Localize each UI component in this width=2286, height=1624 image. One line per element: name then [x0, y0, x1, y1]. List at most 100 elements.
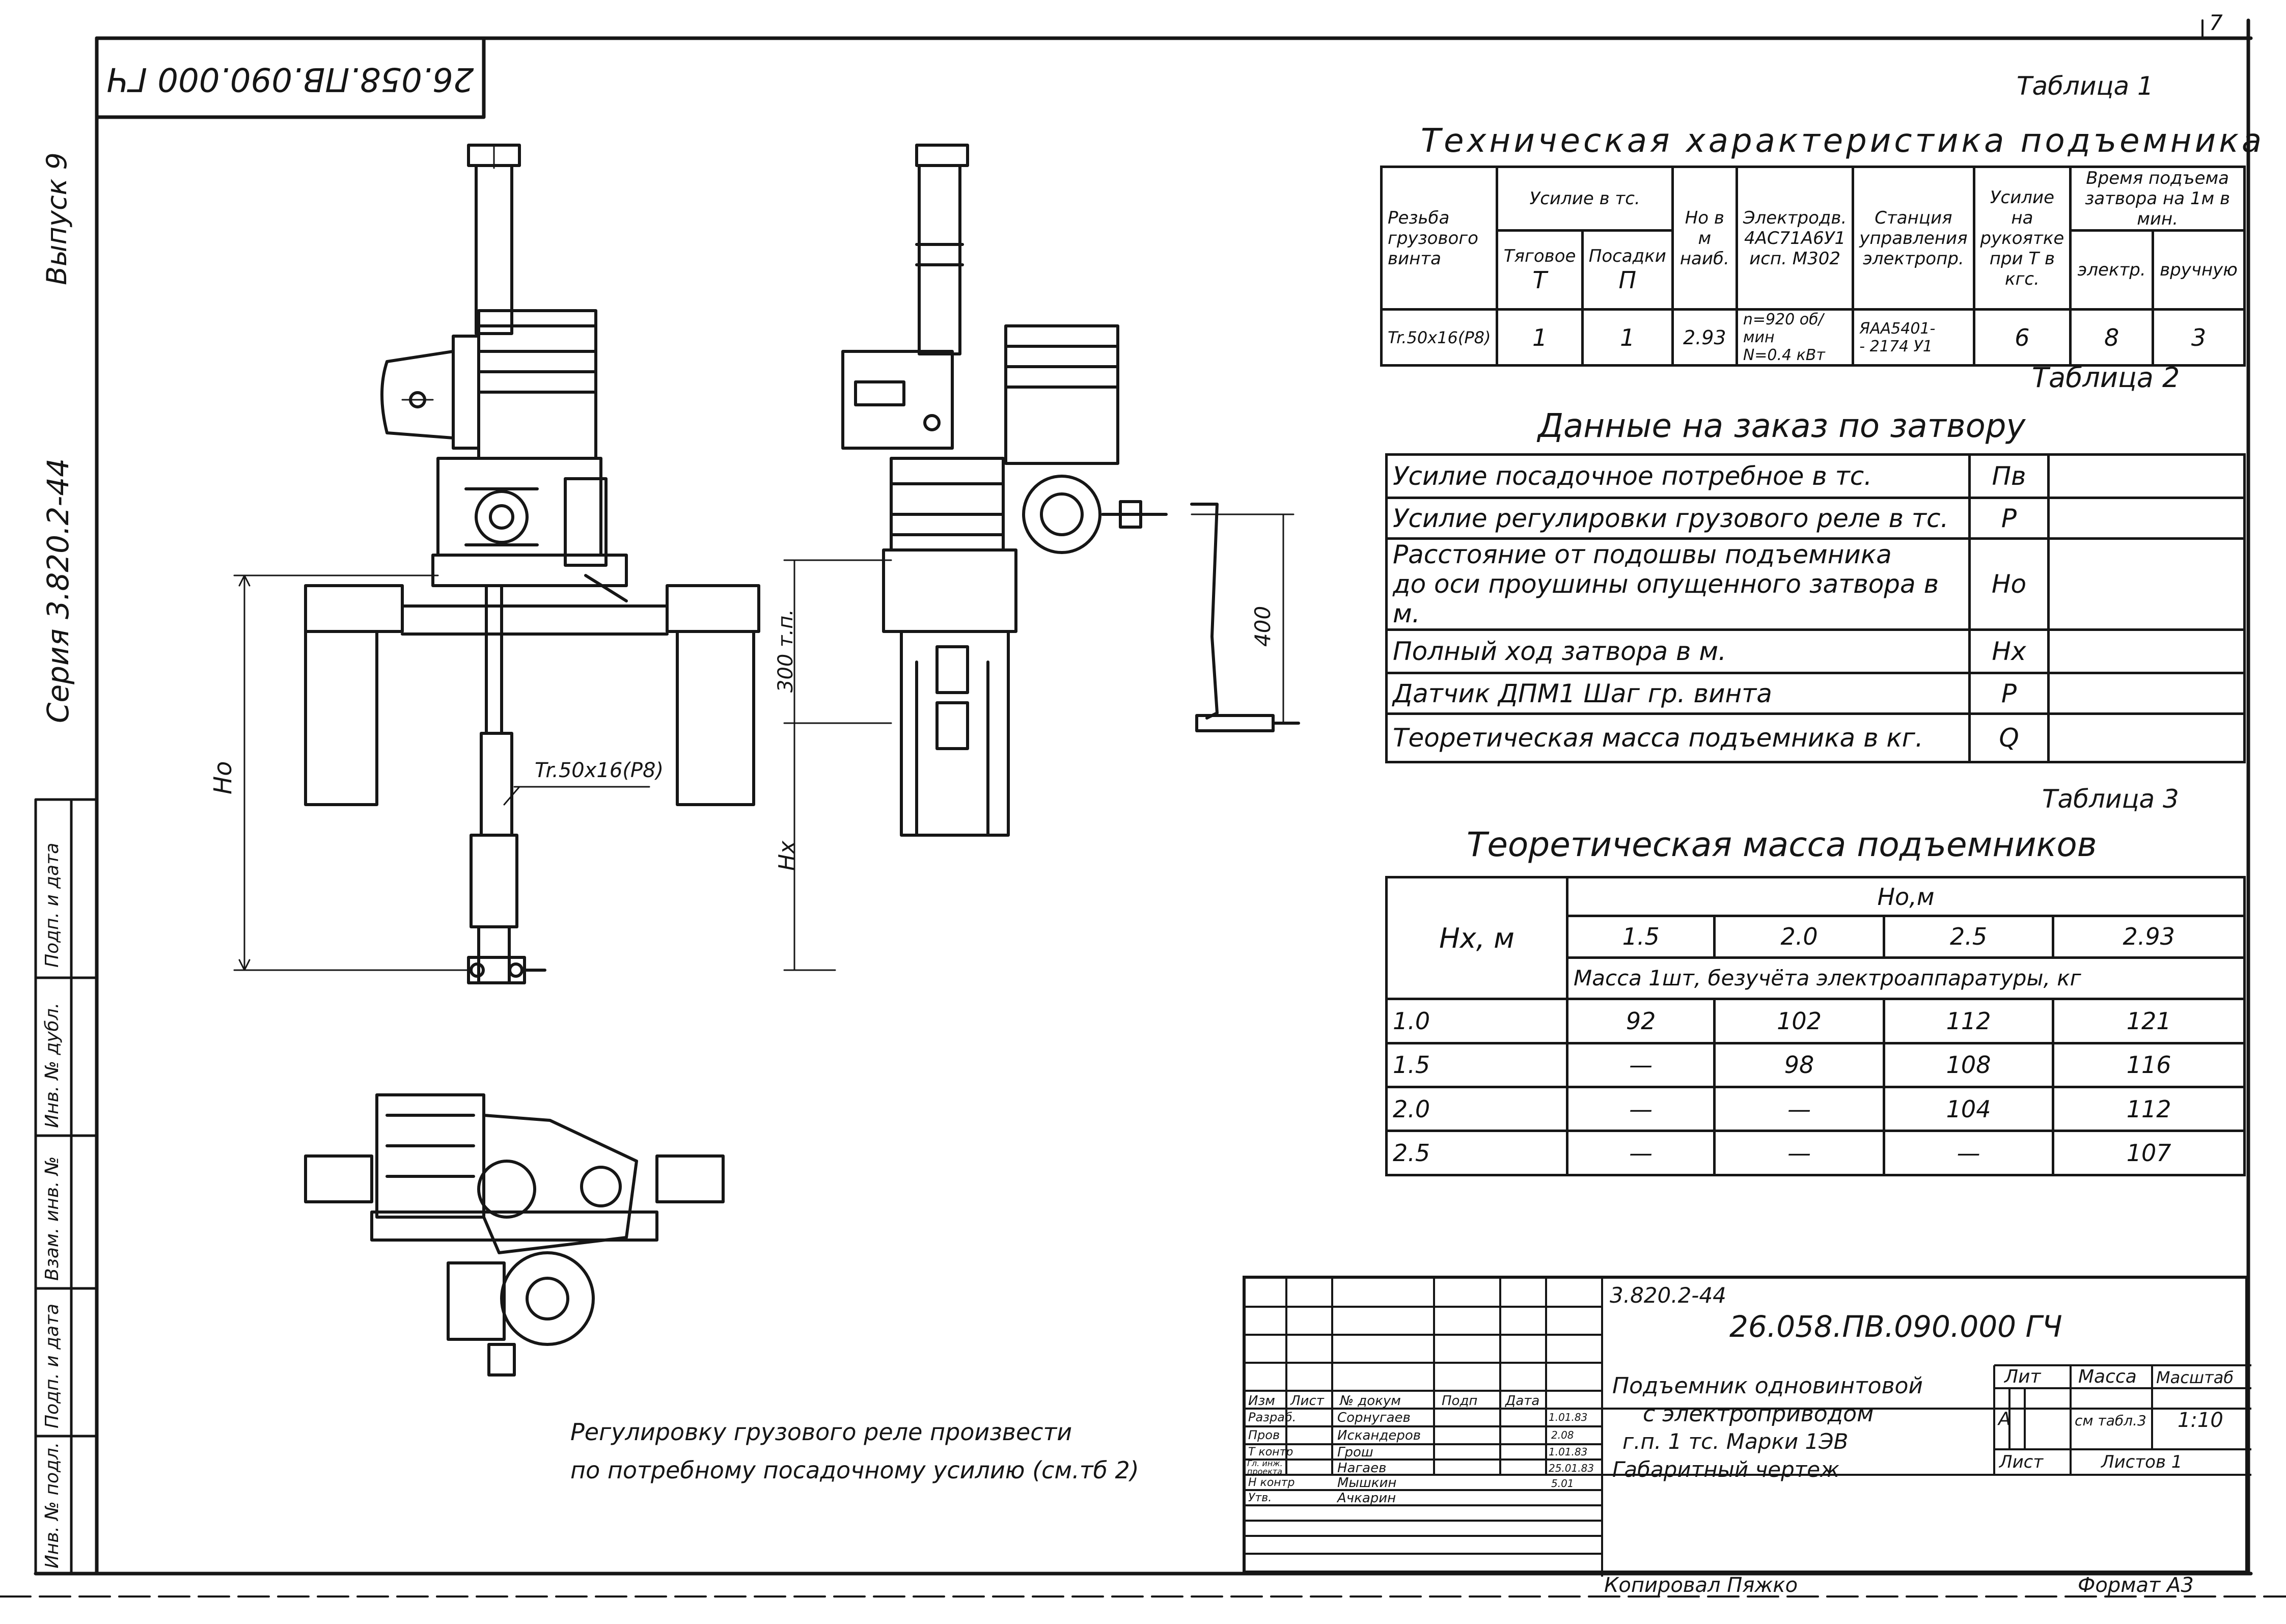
- t3-r2-v2: 98: [1713, 1041, 1885, 1089]
- ho-dimension-label: Но: [209, 761, 237, 794]
- thread-label: Tr.50х16(Р8): [535, 759, 664, 782]
- table1-title: Техническая характеристика подъемника: [1421, 122, 2265, 160]
- side-view: [783, 144, 1300, 971]
- t1-pull: 1: [1496, 308, 1584, 367]
- tb-lit: А: [1998, 1409, 2011, 1429]
- tb-name-row-2: Искандеров: [1337, 1428, 1421, 1443]
- t3-h-mass: Масса 1шт, безучёта электроаппаратуры, к…: [1566, 956, 2246, 1001]
- t2-row-3-value: [2047, 537, 2246, 631]
- t1-h-ho: Но в м наиб.: [1671, 166, 1738, 311]
- tb-role-1: Разраб.: [1248, 1410, 1297, 1424]
- stamp-label-2: Инв. № дубл.: [42, 1002, 63, 1128]
- tb-name-row-6: Ачкарин: [1337, 1491, 1396, 1506]
- t3-ho-4: 2.93: [2052, 915, 2246, 959]
- t2-row-6-label: Теоретическая масса подъемника в кг.: [1385, 712, 1971, 763]
- code-box: [95, 36, 486, 119]
- t1-handle: 6: [1972, 308, 2072, 367]
- tb-series: 3.820.2-44: [1610, 1283, 1726, 1308]
- tb-h-list: Лист: [1290, 1393, 1324, 1409]
- t1-h-seat-sym: П: [1618, 266, 1637, 294]
- title-block-grid: [1246, 1279, 2251, 1577]
- t3-r1-v4: 121: [2052, 998, 2246, 1044]
- tb-sheet: Лист: [1999, 1452, 2044, 1472]
- t1-h-time: Время подъема затвора на 1м в мин.: [2069, 166, 2246, 232]
- t1-station-1: ЯАА5401-: [1859, 319, 1936, 338]
- tb-h-scale: Масштаб: [2156, 1368, 2234, 1387]
- dimension-400: 400: [1250, 605, 1275, 647]
- tb-h-date: Дата: [1505, 1393, 1540, 1409]
- t3-r3-v2: —: [1713, 1086, 1885, 1133]
- t3-r4-hx: 2.5: [1385, 1130, 1568, 1176]
- t1-h-time-man: вручную: [2152, 229, 2246, 311]
- tb-code: 26.058.ПВ.090.000 ГЧ: [1729, 1309, 2062, 1344]
- tb-date-1: 1.01.83: [1549, 1411, 1588, 1423]
- t3-r3-v1: —: [1565, 1086, 1716, 1133]
- t1-motor-1: n=920 об/мин: [1743, 311, 1824, 346]
- t3-r4-v3: —: [1882, 1130, 2055, 1176]
- t1-time-el: 8: [2069, 308, 2155, 367]
- tb-mass: см табл.3: [2075, 1412, 2146, 1429]
- table1: Резьба грузового винта Усилие в тс. Но в…: [1380, 166, 2246, 367]
- tb-name-3: г.п. 1 тс. Марки 1ЭВ: [1622, 1429, 1849, 1454]
- t3-r2-v3: 108: [1882, 1041, 2055, 1089]
- tb-sheets: Листов 1: [2101, 1452, 2183, 1472]
- t1-h-force: Усилие в тс.: [1496, 166, 1674, 232]
- t3-r3-hx: 2.0: [1385, 1086, 1568, 1133]
- t3-h-hx: Нх, м: [1385, 875, 1568, 1001]
- t3-ho-2: 2.0: [1713, 915, 1885, 959]
- hx-dimension-label: Нх: [774, 840, 800, 871]
- note-line-2: по потребному посадочному усилию (см.тб …: [570, 1456, 1139, 1484]
- issue-label: Выпуск 9: [41, 152, 73, 285]
- t2-row-3-sym: Но: [1968, 537, 2050, 631]
- stamp-label-5: Инв. № подл.: [42, 1442, 63, 1568]
- tb-date-3: 1.01.83: [1549, 1446, 1588, 1458]
- t3-ho-3: 2.5: [1882, 915, 2055, 959]
- t2-row-2-label: Усилие регулировки грузового реле в тс.: [1385, 497, 1971, 540]
- tb-date-4: 25.01.83: [1549, 1462, 1594, 1474]
- t1-h-pull: Тяговое: [1503, 246, 1576, 266]
- t3-r1-v2: 102: [1713, 998, 1885, 1044]
- t3-r1-v3: 112: [1882, 998, 2055, 1044]
- t1-time-man: 3: [2152, 308, 2246, 367]
- tb-date-5: 5.01: [1551, 1477, 1574, 1490]
- dimension-300: 300 т.п.: [774, 609, 797, 693]
- tb-role-3: Т контр: [1248, 1446, 1293, 1458]
- t1-station-2: - 2174 У1: [1859, 337, 1933, 355]
- tb-name-row-1: Сорнугаев: [1337, 1410, 1411, 1425]
- tb-name-4: Габаритный чертеж: [1612, 1457, 1839, 1482]
- page-number: 7: [2209, 10, 2223, 35]
- t1-h-motor: Электродв. 4АС71А6У1 исп. М302: [1735, 166, 1855, 311]
- t2-row-4-label: Полный ход затвора в м.: [1385, 628, 1971, 674]
- t3-h-ho: Но,м: [1566, 875, 2246, 918]
- stamp-label-4: Подп. и дата: [42, 1303, 63, 1428]
- format-label: Формат А3: [2078, 1574, 2194, 1597]
- tb-name-2: с электроприводом: [1643, 1401, 1874, 1427]
- t3-r1-hx: 1.0: [1385, 998, 1568, 1044]
- t3-r2-hx: 1.5: [1385, 1041, 1568, 1089]
- title-block: 3.820.2-44 26.058.ПВ.090.000 ГЧ Подъемни…: [1243, 1276, 2251, 1577]
- rotated-doc-code: 26.058.ПВ.090.000 ГЧ: [106, 60, 474, 98]
- t3-r3-v4: 112: [2052, 1086, 2246, 1133]
- tb-role-5: Н контр: [1248, 1476, 1295, 1489]
- tb-role-2: Пров: [1248, 1428, 1280, 1442]
- table3-caption: Таблица 3: [2042, 784, 2179, 814]
- t1-h-time-el: электр.: [2069, 229, 2155, 311]
- tb-date-2: 2.08: [1551, 1429, 1574, 1441]
- t2-row-6-sym: Q: [1968, 712, 2050, 763]
- t1-thread: Tr.50х16(Р8): [1380, 308, 1499, 367]
- table2: Усилие посадочное потребное в тс.Пв Усил…: [1385, 453, 2246, 763]
- t2-row-1-sym: Пв: [1968, 453, 2050, 499]
- tb-name-row-4: Нагаев: [1337, 1461, 1387, 1476]
- t3-r1-v1: 92: [1565, 998, 1716, 1044]
- t2-row-1-label: Усилие посадочное потребное в тс.: [1385, 453, 1971, 499]
- t1-seat: 1: [1581, 308, 1674, 367]
- tb-name-1: Подъемник одновинтовой: [1612, 1373, 1923, 1399]
- t2-row-2-value: [2047, 497, 2246, 540]
- t3-ho-1: 1.5: [1565, 915, 1716, 959]
- t1-ho: 2.93: [1671, 308, 1738, 367]
- tb-h-mass: Масса: [2078, 1366, 2137, 1387]
- tb-name-row-3: Грош: [1337, 1445, 1373, 1460]
- t2-row-3-label-2: до оси проушины опущенного затвора в м.: [1393, 569, 1939, 628]
